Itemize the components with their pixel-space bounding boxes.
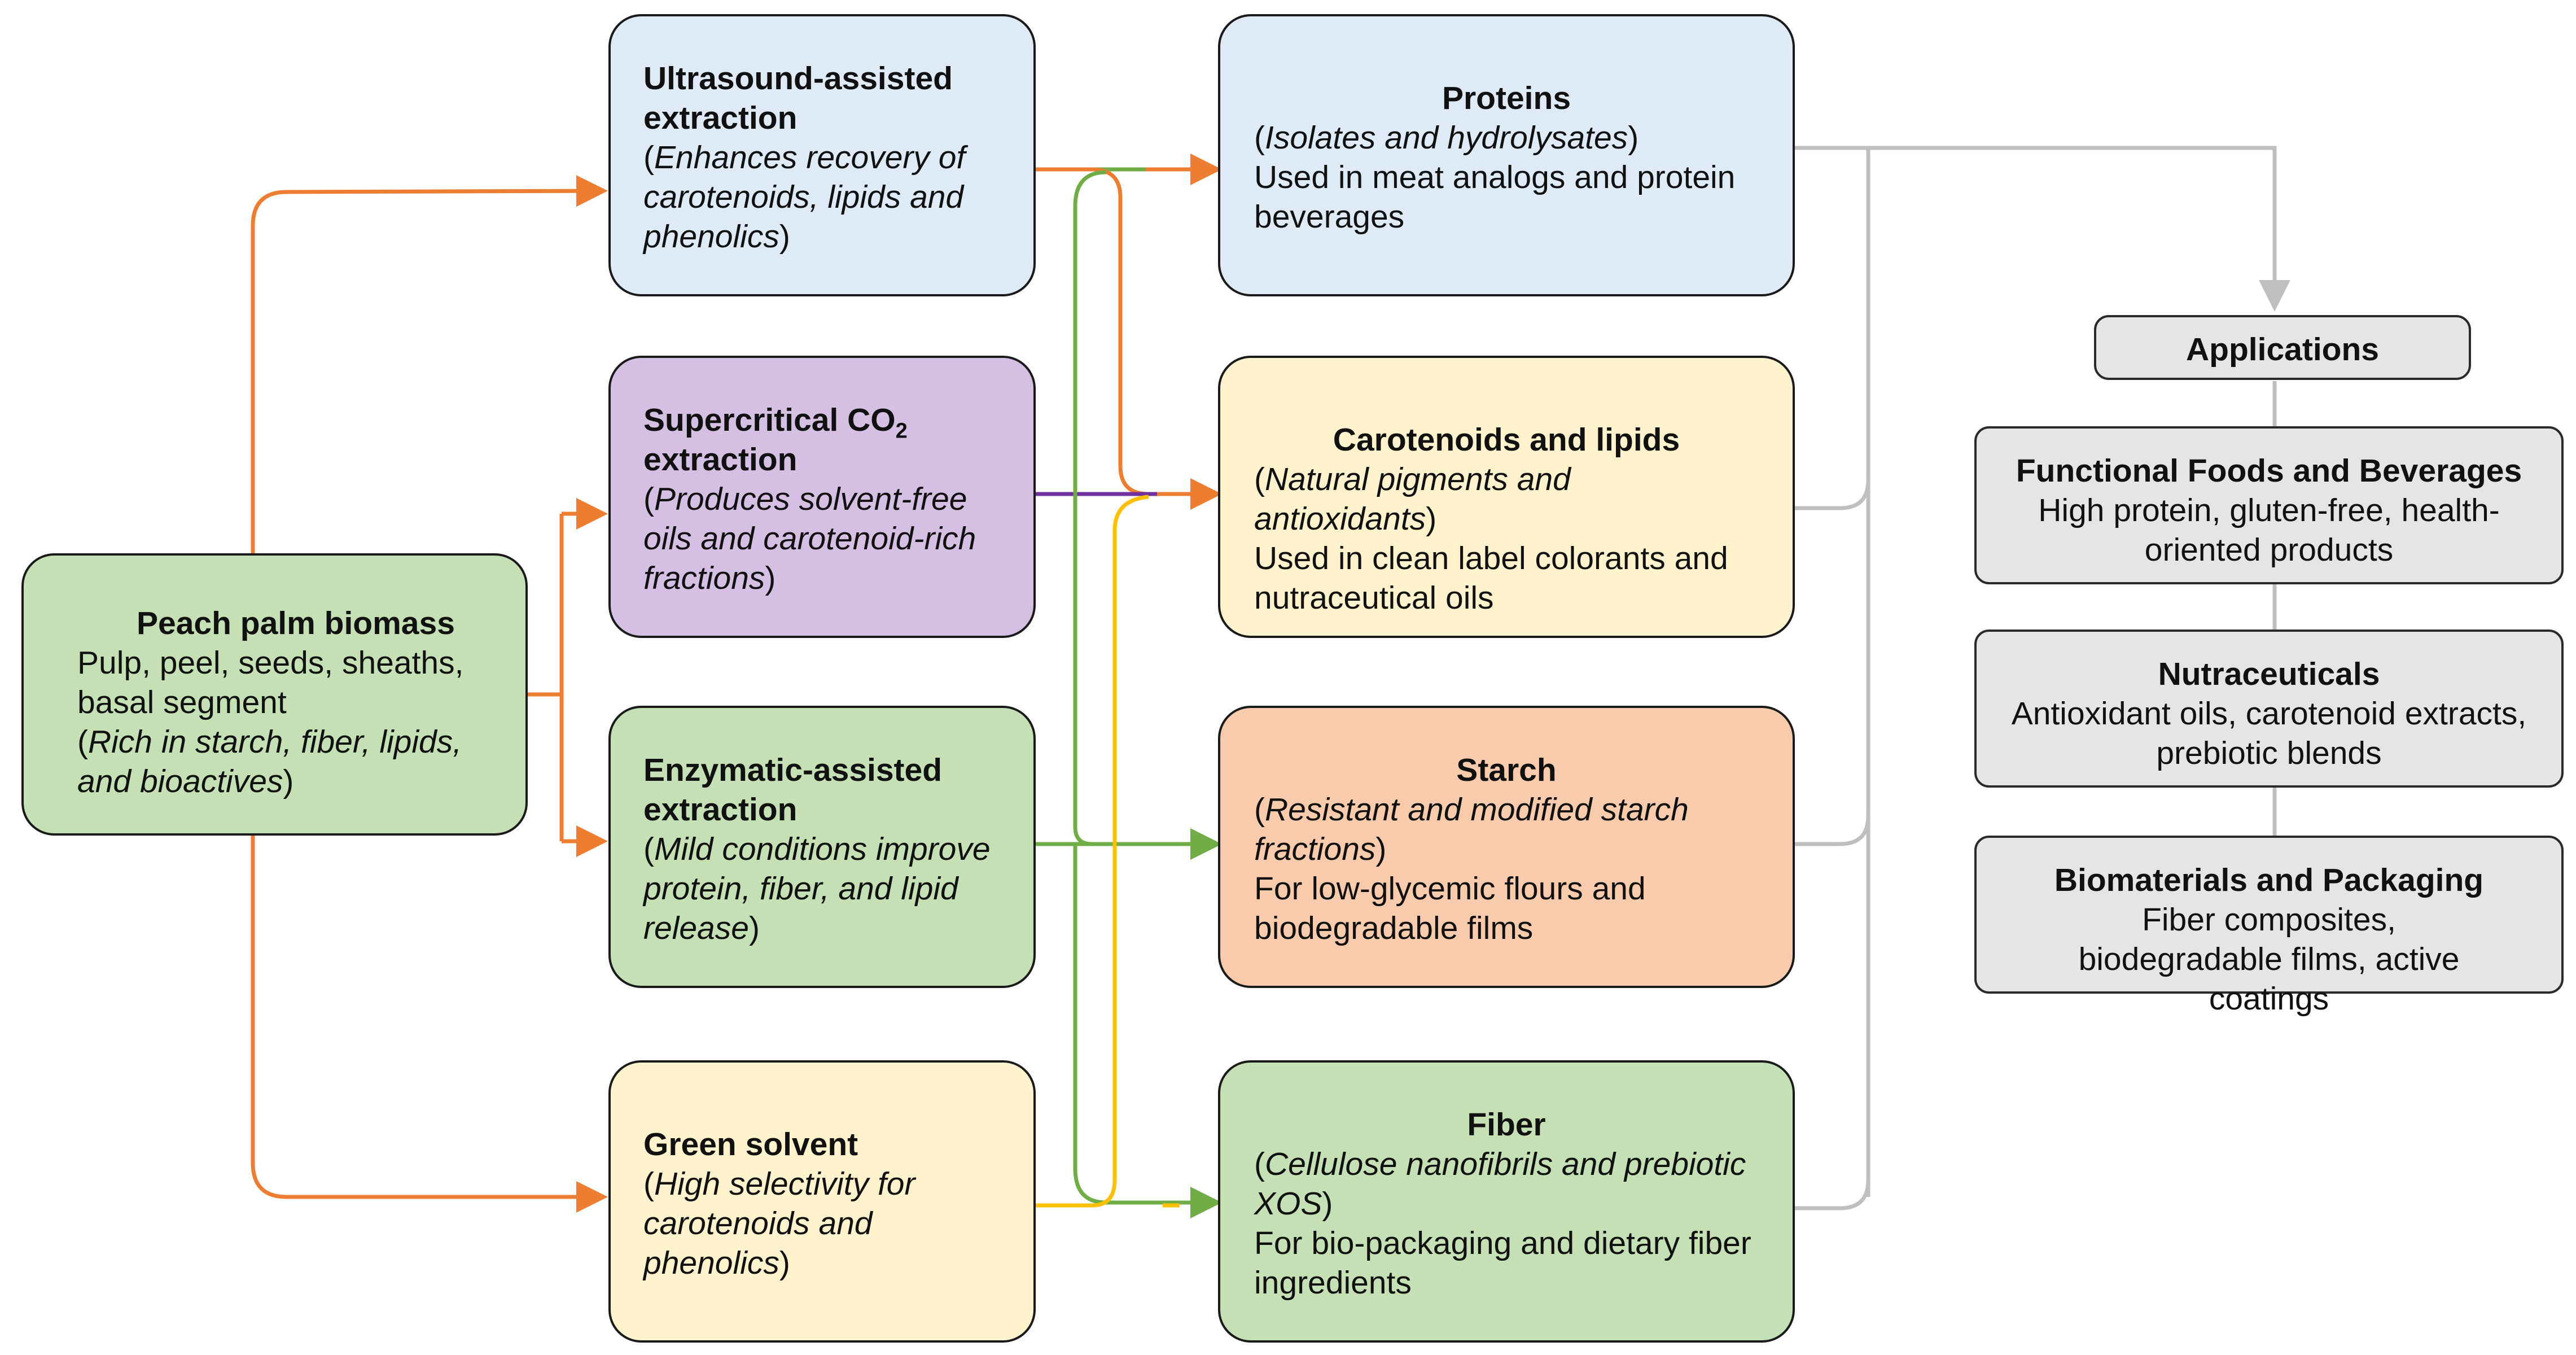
application-biomaterials-title: Biomaterials and Packaging (2054, 862, 2484, 898)
starch-out (1795, 815, 1870, 846)
product-starch: Starch (Resistant and modified starch fr… (1218, 706, 1795, 988)
supercritical-title-sub: 2 (895, 419, 908, 443)
method-enzymatic-note: (Mild conditions improve protein, fiber,… (643, 831, 991, 946)
supercritical-title-rest: extraction (643, 442, 798, 478)
source-to-methods-arrows (251, 175, 608, 1213)
source-box: Peach palm biomass Pulp, peel, seeds, sh… (21, 553, 528, 836)
source-title: Peach palm biomass (137, 605, 455, 641)
method-green-solvent-title: Green solvent (643, 1126, 858, 1162)
applications-header-label: Applications (2185, 331, 2380, 368)
product-carotenoids-note: (Natural pigments and antioxidants) (1254, 461, 1571, 537)
products-to-applications-arrows (1795, 146, 2290, 1210)
product-carotenoids-use: Used in clean label colorants and nutrac… (1254, 540, 1728, 616)
applications-header: Applications (2094, 315, 2471, 380)
product-starch-note-text: Resistant and modified starch fractions (1254, 792, 1689, 867)
source-note: (Rich in starch, fiber, lipids, and bioa… (77, 724, 462, 799)
method-enzymatic-note-text: Mild conditions improve protein, fiber, … (643, 831, 991, 946)
application-functional-foods: Functional Foods and Beverages High prot… (1974, 426, 2564, 584)
product-fiber-note-text: Cellulose nanofibrils and prebiotic XOS (1254, 1146, 1746, 1222)
arrow-to-green-solvent (251, 836, 608, 1213)
method-supercritical: Supercritical CO2 extraction (Produces so… (608, 356, 1036, 638)
product-carotenoids-title: Carotenoids and lipids (1333, 422, 1680, 458)
application-biomaterials-desc: Fiber composites, biodegradable films, a… (2078, 902, 2460, 1017)
product-starch-note: (Resistant and modified starch fractions… (1254, 792, 1689, 867)
product-starch-use: For low-glycemic flours and biodegradabl… (1254, 871, 1646, 946)
method-ultrasound: Ultrasound-assisted extraction (Enhances… (608, 14, 1036, 296)
enzymatic-output-arrows (1036, 170, 1222, 1218)
product-proteins-note: (Isolates and hydrolysates) (1254, 120, 1639, 156)
ultrasound-to-carotenoids (1092, 167, 1222, 510)
source-note-text: Rich in starch, fiber, lipids, and bioac… (77, 724, 462, 799)
product-proteins-title: Proteins (1442, 80, 1571, 116)
method-enzymatic-title: Enzymatic-assisted extraction (643, 752, 943, 828)
product-proteins: Proteins (Isolates and hydrolysates) Use… (1218, 14, 1795, 296)
product-fiber-title: Fiber (1467, 1107, 1546, 1143)
method-green-solvent: Green solvent (High selectivity for caro… (608, 1060, 1036, 1343)
fiber-out (1795, 1179, 1870, 1210)
method-supercritical-note-text: Produces solvent-free oils and carotenoi… (643, 481, 976, 596)
application-functional-foods-title: Functional Foods and Beverages (2016, 453, 2522, 489)
source-line1: Pulp, peel, seeds, sheaths, basal segmen… (77, 645, 464, 720)
product-proteins-use: Used in meat analogs and protein beverag… (1254, 159, 1736, 235)
arrow-to-ultrasound (251, 175, 608, 553)
carotenoids-out (1795, 479, 1870, 510)
product-fiber: Fiber (Cellulose nanofibrils and prebiot… (1218, 1060, 1795, 1343)
green-solvent-output-arrows (1036, 495, 1180, 1208)
application-biomaterials: Biomaterials and Packaging Fiber composi… (1974, 836, 2564, 1017)
application-nutraceuticals: Nutraceuticals Antioxidant oils, caroten… (1974, 630, 2564, 788)
application-nutraceuticals-desc: Antioxidant oils, carotenoid extracts, p… (2011, 696, 2527, 771)
product-fiber-note: (Cellulose nanofibrils and prebiotic XOS… (1254, 1146, 1746, 1222)
product-carotenoids-note-text: Natural pigments and antioxidants (1254, 461, 1571, 537)
method-ultrasound-note: (Enhances recovery of carotenoids, lipid… (643, 139, 966, 255)
enzymatic-loop (1073, 170, 1107, 846)
product-starch-title: Starch (1456, 752, 1557, 788)
supercritical-title-main: Supercritical CO (643, 402, 896, 438)
method-supercritical-note: (Produces solvent-free oils and caroteno… (643, 481, 976, 596)
green-solvent-up (1092, 495, 1149, 1208)
method-ultrasound-title: Ultrasound-assisted extraction (643, 60, 953, 136)
method-green-solvent-note-text: High selectivity for carotenoids and phe… (643, 1166, 915, 1281)
application-functional-foods-desc: High protein, gluten-free, health-orient… (2038, 492, 2500, 568)
method-green-solvent-note: (High selectivity for carotenoids and ph… (643, 1166, 915, 1281)
method-ultrasound-note-text: Enhances recovery of carotenoids, lipids… (643, 139, 966, 255)
product-fiber-use: For bio-packaging and dietary fiber ingr… (1254, 1225, 1751, 1301)
method-enzymatic: Enzymatic-assisted extraction (Mild cond… (608, 706, 1036, 988)
product-proteins-note-text: Isolates and hydrolysates (1264, 120, 1628, 156)
application-nutraceuticals-title: Nutraceuticals (2158, 656, 2380, 692)
proteins-out (1795, 146, 2290, 312)
product-carotenoids: Carotenoids and lipids (Natural pigments… (1218, 356, 1795, 638)
ultrasound-output-arrows (1036, 154, 1222, 510)
method-supercritical-title: Supercritical CO2 extraction (643, 400, 1005, 479)
